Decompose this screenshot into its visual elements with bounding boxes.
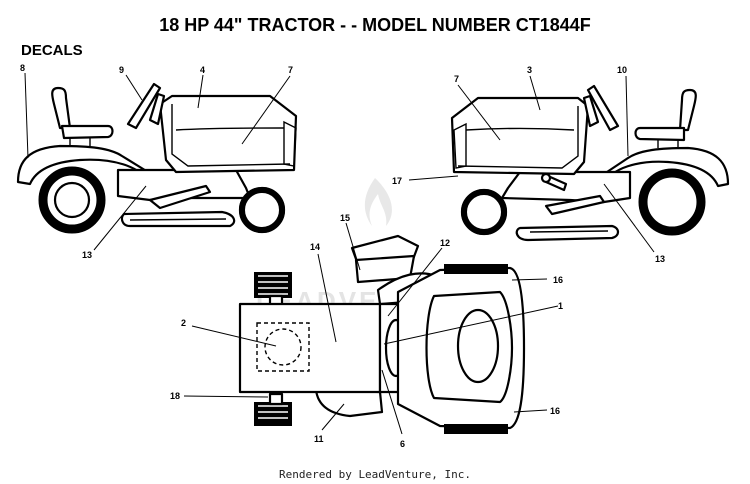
- steering-column: [148, 92, 166, 126]
- mower-deck: [515, 224, 620, 242]
- seat-back: [678, 88, 697, 132]
- hood-crease: [457, 106, 579, 169]
- seat-cushion: [60, 124, 114, 140]
- steering-column: [582, 94, 600, 128]
- section-label: DECALS: [21, 42, 83, 59]
- seat-cushion: [634, 126, 686, 142]
- seat-post: [657, 140, 679, 148]
- callout-7-left: 7: [288, 65, 293, 75]
- hood-crease: [171, 104, 291, 167]
- callout-10: 10: [617, 65, 627, 75]
- steering-wheel: [586, 84, 620, 132]
- callout-11: 11: [314, 434, 324, 444]
- rear-wheel-hub: [53, 181, 91, 219]
- deck-skirt: [529, 230, 609, 233]
- lever-knob: [540, 172, 552, 184]
- pedal: [148, 184, 212, 210]
- callout-13-right: 13: [655, 254, 665, 264]
- tractor-top-view: [238, 234, 526, 434]
- callout-6: 6: [400, 439, 405, 449]
- left-fender-top: [314, 388, 384, 418]
- callout-15: 15: [340, 213, 350, 223]
- deck-skirt: [129, 218, 227, 221]
- callout-17: 17: [392, 176, 402, 186]
- rear-wheel-tire: [38, 166, 106, 234]
- hood-vent: [175, 127, 285, 131]
- steering-wheel: [126, 82, 162, 130]
- callout-leaders: [24, 72, 655, 435]
- hood-grille: [283, 120, 297, 167]
- headlight-top: [456, 308, 500, 384]
- front-left-tire-top: [444, 424, 508, 434]
- callout-7-right: 7: [454, 74, 459, 84]
- callout-18: 18: [170, 391, 180, 401]
- seat-post: [69, 138, 91, 146]
- rear-axle-right: [268, 392, 284, 406]
- pedal: [544, 194, 606, 216]
- decal-outline-square: [256, 322, 310, 372]
- rendered-by-footer: Rendered by LeadVenture, Inc.: [279, 468, 471, 481]
- callout-3: 3: [527, 65, 532, 75]
- callout-9: 9: [119, 65, 124, 75]
- callout-4: 4: [200, 65, 205, 75]
- hood: [450, 96, 590, 176]
- callout-13-left: 13: [82, 250, 92, 260]
- tractor-left-side-view: [16, 82, 298, 234]
- tractor-right-side-view: [450, 84, 730, 242]
- flame-watermark-icon: [364, 178, 392, 226]
- callout-14: 14: [310, 242, 320, 252]
- front-wheel-tire: [239, 187, 285, 233]
- hood-grille: [453, 122, 467, 169]
- callout-2: 2: [181, 318, 186, 328]
- chassis-side-panel: [116, 168, 252, 202]
- callout-16-top: 16: [553, 275, 563, 285]
- callout-1: 1: [558, 301, 563, 311]
- callout-12: 12: [440, 238, 450, 248]
- front-wheel-tire: [461, 189, 507, 235]
- seat-back: [51, 86, 72, 130]
- rear-wheel-tire: [638, 168, 706, 236]
- front-right-tire-top: [444, 264, 508, 274]
- callout-8: 8: [20, 63, 25, 73]
- rear-body-panel: [238, 302, 382, 394]
- page-title: 18 HP 44" TRACTOR - - MODEL NUMBER CT184…: [159, 15, 591, 35]
- callout-16-bottom: 16: [550, 406, 560, 416]
- callout-numbers: 8 9 4 7 13 7 3 10 17 13 15 14 12 16 1 2 …: [20, 63, 665, 449]
- decal-outline-circle: [264, 328, 302, 366]
- hood-vent: [465, 127, 575, 131]
